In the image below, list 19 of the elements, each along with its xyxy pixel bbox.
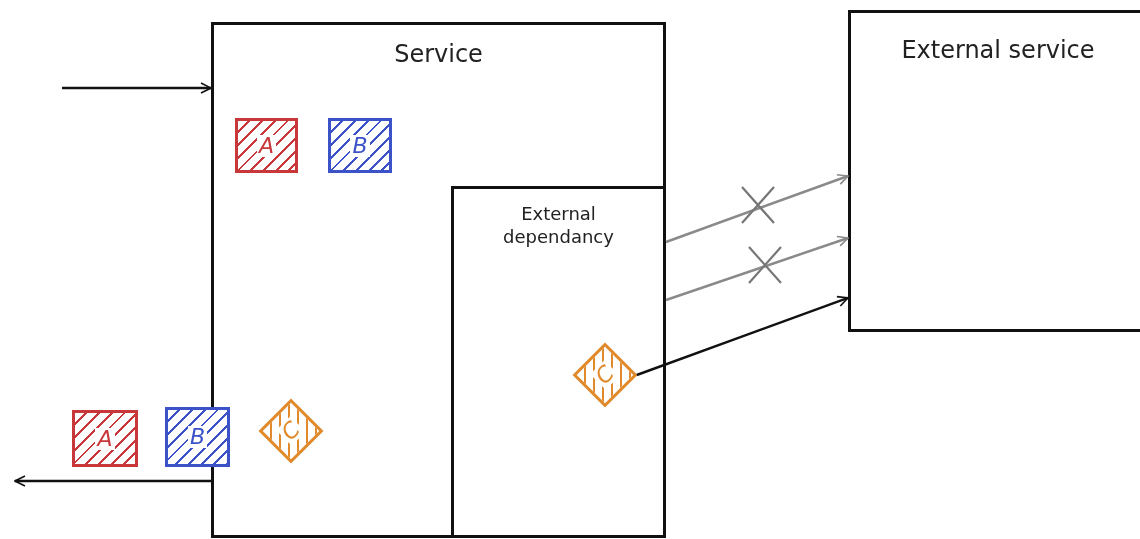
box-title: Service	[393, 39, 484, 69]
hatched-block	[72, 410, 138, 467]
arrow	[14, 475, 211, 487]
block-letter: B	[187, 426, 208, 448]
arrow	[665, 235, 849, 302]
hatched-block	[328, 118, 392, 173]
hatched-block	[165, 407, 230, 467]
block-letter: A	[256, 134, 277, 157]
container-box	[211, 22, 666, 538]
container-box	[848, 10, 1140, 332]
arrow	[62, 82, 212, 94]
container-box	[451, 186, 666, 538]
box-title: External dependancy	[502, 203, 615, 248]
block-letter: B	[350, 134, 370, 157]
arrow	[636, 295, 849, 377]
box-title: External service	[900, 35, 1096, 65]
block-letter: A	[95, 427, 115, 450]
arrow	[665, 173, 849, 244]
hatched-block	[235, 118, 298, 173]
